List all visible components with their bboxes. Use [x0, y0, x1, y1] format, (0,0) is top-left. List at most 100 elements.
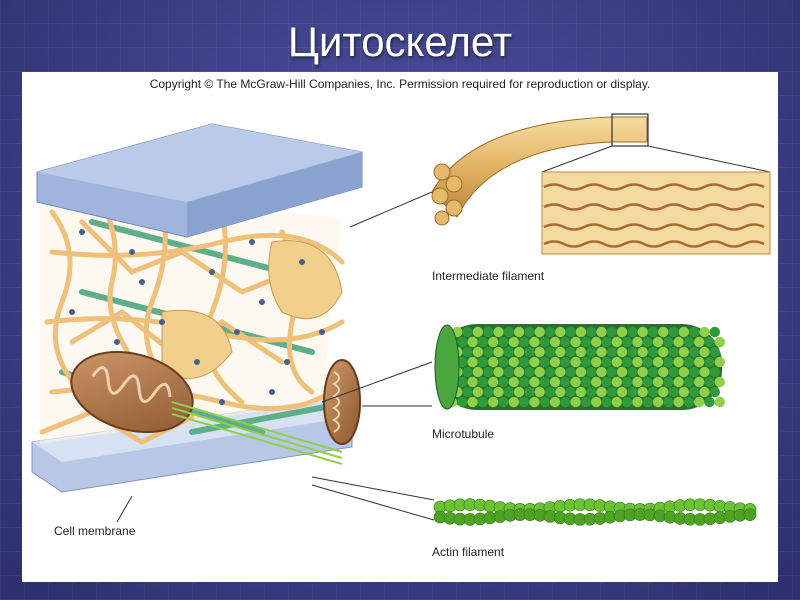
- tubulin-bead: [462, 346, 473, 358]
- tubulin-bead: [658, 346, 669, 358]
- tubulin-bead: [580, 396, 592, 408]
- tubulin-bead: [472, 326, 484, 338]
- tubulin-bead: [611, 336, 622, 348]
- figure-panel: Copyright © The McGraw-Hill Companies, I…: [22, 72, 778, 582]
- tubulin-bead: [647, 366, 659, 378]
- tubulin-bead: [488, 396, 499, 408]
- tubulin-bead: [699, 326, 710, 338]
- microtubule-end: [434, 324, 460, 410]
- tubulin-bead: [570, 356, 581, 368]
- tubulin-bead: [663, 356, 674, 368]
- tubulin-bead: [596, 386, 607, 398]
- tubulin-bead: [642, 356, 653, 368]
- tubulin-bead: [549, 396, 561, 408]
- tubulin-bead: [586, 326, 597, 338]
- tubulin-bead: [632, 396, 643, 408]
- tubulin-bead: [699, 366, 710, 378]
- tubulin-bead: [508, 336, 519, 348]
- tubulin-bead: [529, 336, 540, 348]
- tubulin-bead: [689, 326, 700, 338]
- tubulin-bead: [658, 386, 669, 398]
- tubulin-bead: [694, 376, 705, 388]
- tubulin-bead: [493, 366, 504, 378]
- tubulin-bead: [673, 336, 684, 348]
- tubulin-bead: [570, 396, 581, 408]
- tubulin-bead: [457, 356, 468, 368]
- tubulin-bead: [699, 346, 710, 358]
- tubulin-bead: [616, 366, 628, 378]
- tubulin-bead: [457, 336, 468, 348]
- tubulin-bead: [668, 386, 679, 398]
- tubulin-bead: [477, 356, 489, 368]
- tubulin-bead: [652, 376, 664, 388]
- tubulin-bead: [534, 346, 545, 358]
- actin-monomer: [743, 508, 757, 521]
- tubulin-bead: [689, 346, 700, 358]
- tubulin-bead: [627, 326, 638, 338]
- tubulin-bead: [539, 356, 550, 368]
- tubulin-bead: [689, 386, 700, 398]
- tubulin-bead: [709, 386, 720, 398]
- tubulin-bead: [549, 336, 561, 348]
- tubulin-bead: [518, 376, 530, 388]
- tubulin-bead: [689, 366, 700, 378]
- tubulin-bead: [591, 396, 602, 408]
- tubulin-bead: [513, 326, 525, 338]
- tubulin-bead: [575, 326, 587, 338]
- tubulin-bead: [678, 346, 690, 358]
- tubulin-bead: [555, 326, 566, 338]
- tubulin-bead: [606, 366, 617, 378]
- tubulin-bead: [683, 376, 695, 388]
- tubulin-bead: [621, 336, 633, 348]
- tubulin-bead: [544, 326, 556, 338]
- tubulin-bead: [529, 356, 540, 368]
- tubulin-bead: [493, 346, 504, 358]
- tubulin-bead: [709, 366, 720, 378]
- tubulin-bead: [647, 386, 659, 398]
- tubulin-bead: [663, 376, 674, 388]
- tubulin-bead: [467, 376, 478, 388]
- tubulin-bead: [714, 356, 725, 368]
- tubulin-bead: [663, 336, 674, 348]
- tubulin-bead: [704, 356, 715, 368]
- tubulin-bead: [694, 356, 705, 368]
- tubulin-bead: [488, 356, 499, 368]
- tubulin-bead: [611, 376, 622, 388]
- tubulin-bead: [549, 356, 561, 368]
- tubulin-bead: [673, 396, 684, 408]
- tubulin-bead: [637, 326, 648, 338]
- tubulin-bead: [627, 346, 638, 358]
- tubulin-bead: [611, 396, 622, 408]
- tubulin-bead: [549, 376, 561, 388]
- tubulin-bead: [616, 386, 628, 398]
- tubulin-bead: [601, 356, 612, 368]
- tubulin-bead: [498, 376, 509, 388]
- tubulin-bead: [467, 356, 478, 368]
- tubulin-bead: [508, 356, 519, 368]
- tubulin-bead: [601, 396, 612, 408]
- tubulin-bead: [508, 396, 519, 408]
- tubulin-bead: [539, 376, 550, 388]
- tubulin-bead: [668, 326, 679, 338]
- tubulin-bead: [467, 396, 478, 408]
- tubulin-bead: [652, 356, 664, 368]
- tubulin-bead: [580, 376, 592, 388]
- tubulin-bead: [477, 396, 489, 408]
- tubulin-bead: [493, 386, 504, 398]
- tubulin-bead: [658, 366, 669, 378]
- inner-actin: [171, 401, 343, 465]
- tubulin-bead: [678, 326, 690, 338]
- tubulin-bead: [570, 376, 581, 388]
- tubulin-bead: [637, 386, 648, 398]
- tubulin-bead: [627, 386, 638, 398]
- tubulin-bead: [616, 346, 628, 358]
- tubulin-bead: [694, 396, 705, 408]
- zoom-box: [611, 113, 649, 147]
- tubulin-bead: [483, 346, 494, 358]
- tubulin-bead: [529, 396, 540, 408]
- cell-block: [31, 123, 363, 493]
- tubulin-bead: [529, 376, 540, 388]
- tubulin-bead: [462, 326, 473, 338]
- tubulin-bead: [601, 376, 612, 388]
- tubulin-bead: [709, 326, 720, 338]
